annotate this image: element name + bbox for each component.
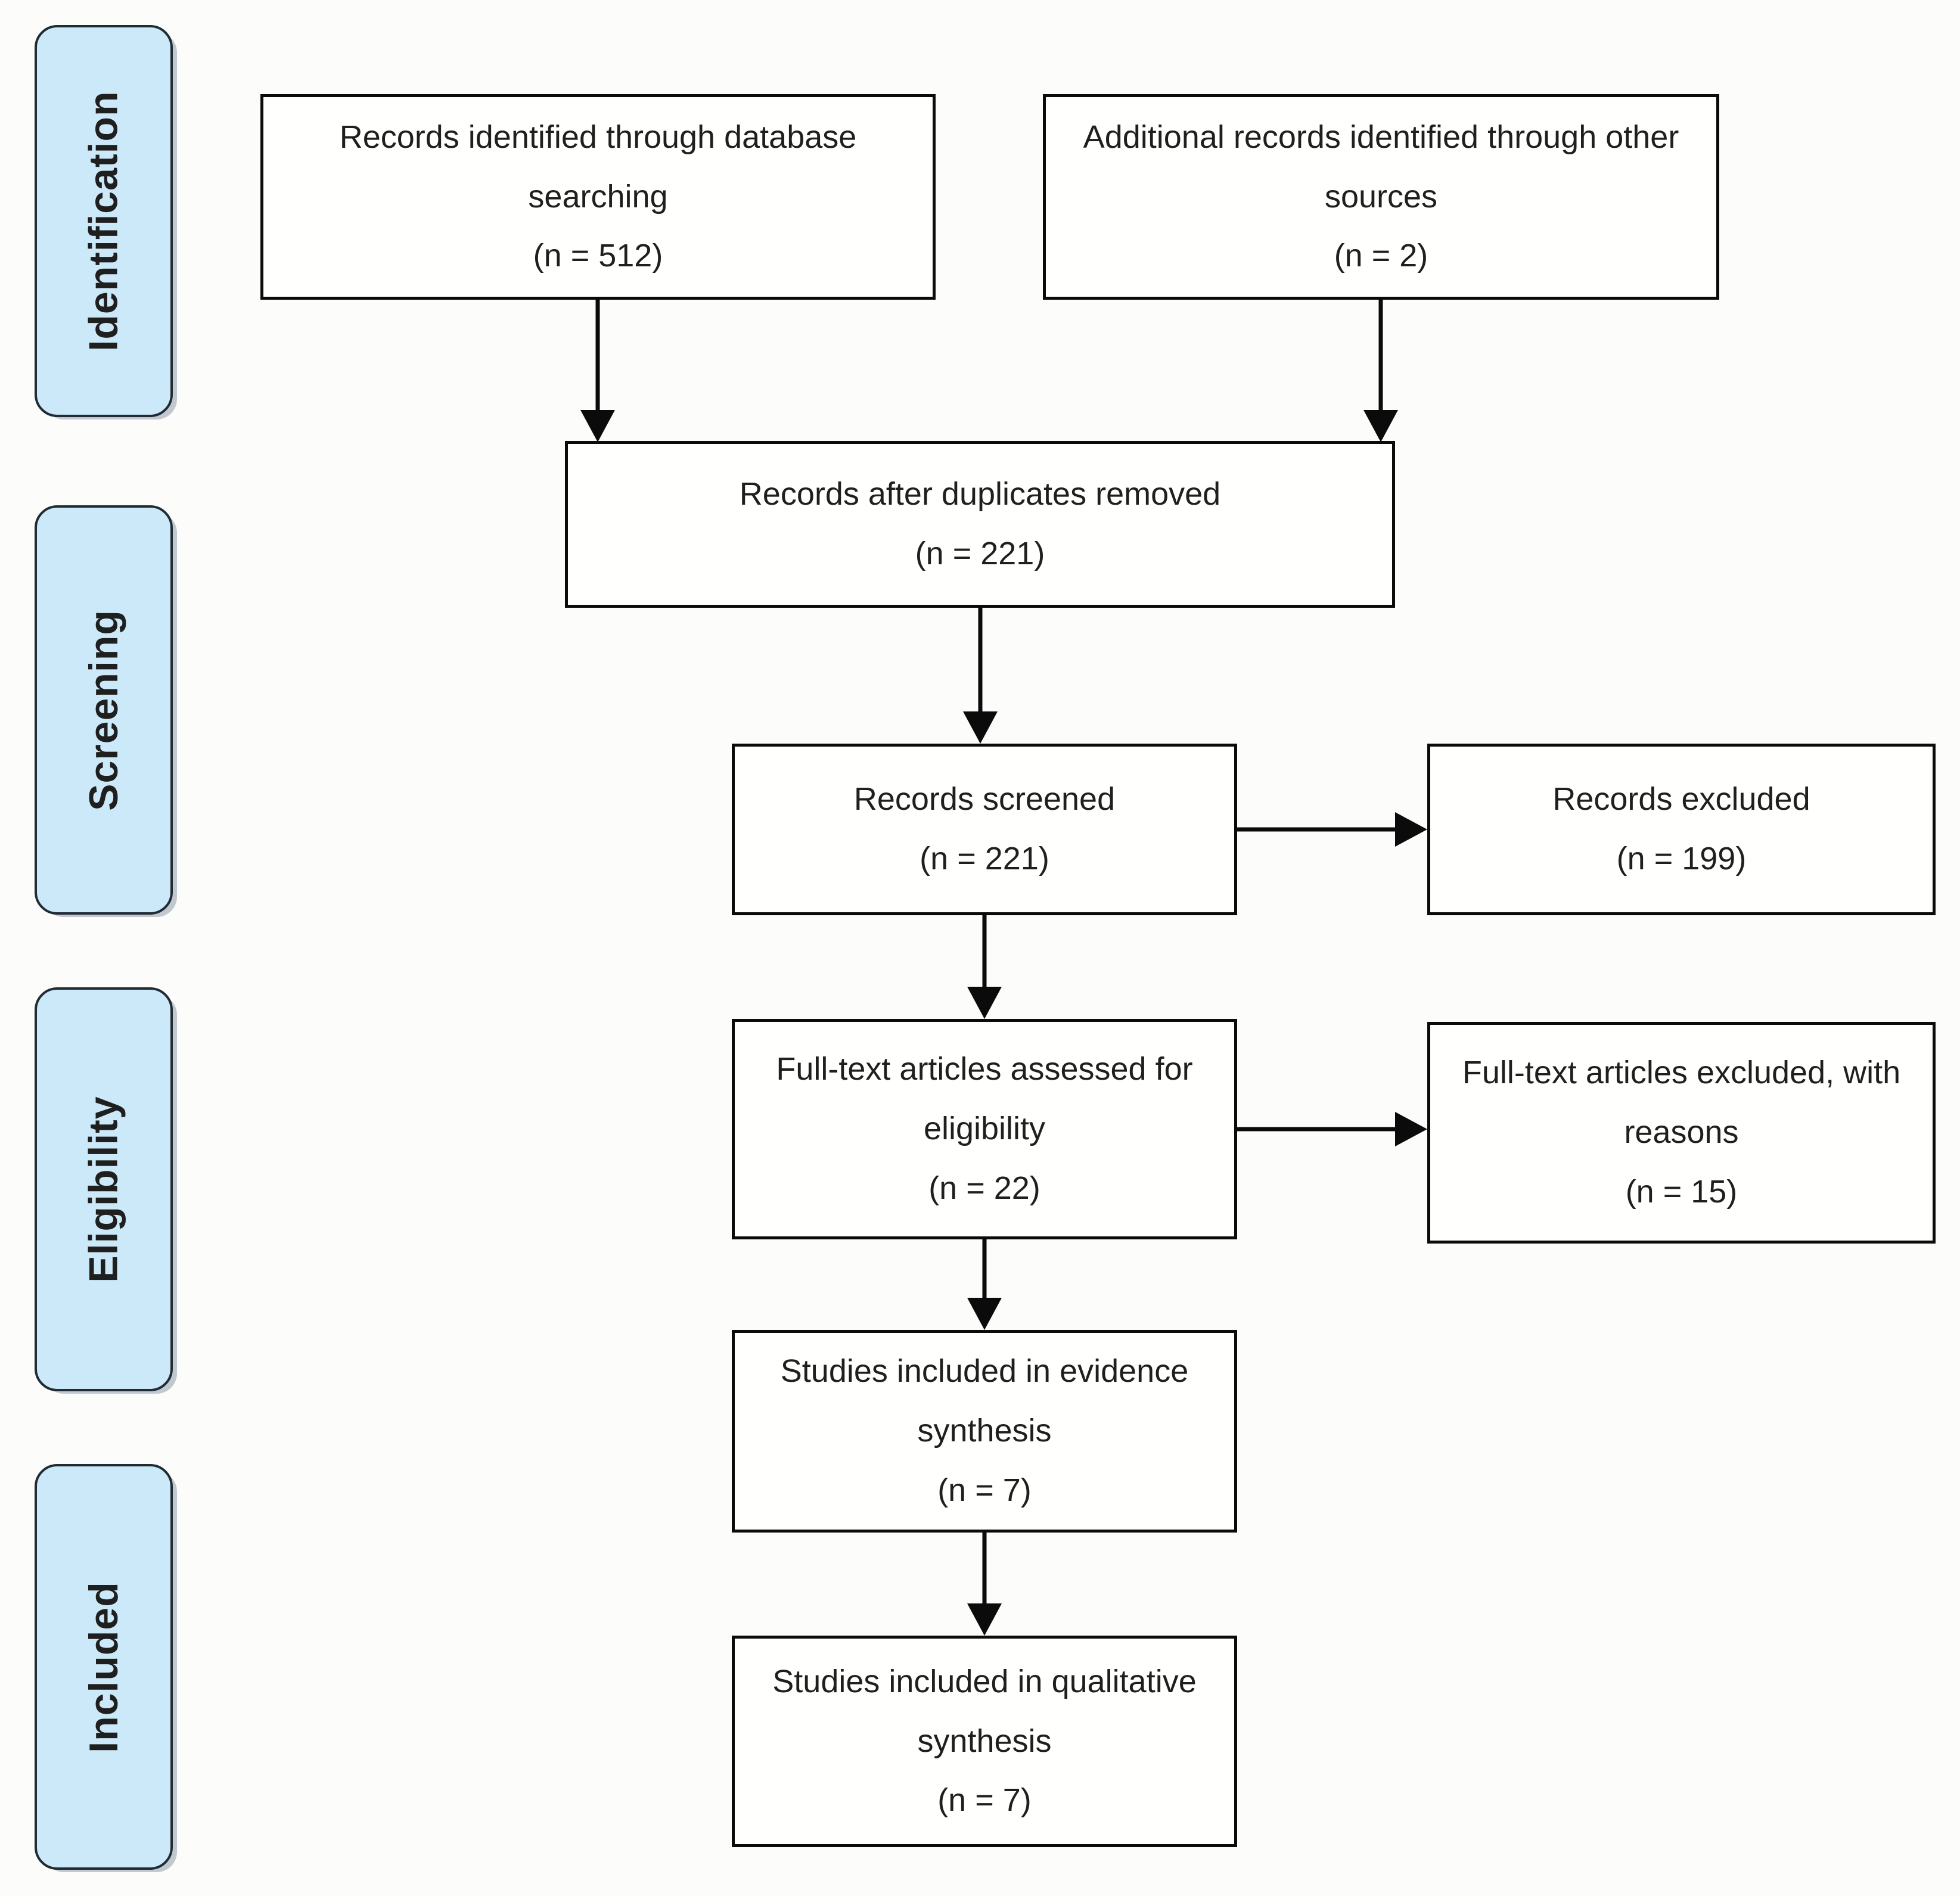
box-additional-records-count: (n = 2) [1334, 238, 1428, 274]
arrow-identified-to-deduplicated [580, 300, 615, 442]
box-records-excluded-count: (n = 199) [1616, 841, 1747, 876]
box-additional-records-label: Additional records identified through ot… [1083, 119, 1679, 215]
box-additional-records: Additional records identified through ot… [1043, 94, 1719, 300]
box-duplicates-removed: Records after duplicates removed (n = 22… [565, 441, 1395, 608]
box-records-identified-count: (n = 512) [533, 238, 663, 274]
stage-screening: Screening [35, 505, 173, 915]
box-duplicates-removed-count: (n = 221) [915, 536, 1045, 571]
stage-eligibility: Eligibility [35, 987, 173, 1391]
box-fulltext-assessed-count: (n = 22) [928, 1170, 1040, 1206]
box-fulltext-assessed: Full-text articles assessed for eligibil… [732, 1019, 1237, 1239]
arrow-fulltext-to-evidence [967, 1239, 1002, 1330]
box-fulltext-excluded: Full-text articles excluded, with reason… [1427, 1022, 1936, 1244]
box-evidence-synthesis-label: Studies included in evidence synthesis [780, 1353, 1189, 1449]
box-records-excluded-label: Records excluded [1552, 781, 1810, 818]
box-qualitative-synthesis-count: (n = 7) [937, 1782, 1032, 1819]
stage-screening-label: Screening [81, 609, 126, 811]
stage-eligibility-label: Eligibility [81, 1096, 126, 1283]
box-qualitative-synthesis: Studies included in qualitative synthesi… [732, 1636, 1237, 1847]
box-records-identified-label: Records identified through database sear… [339, 119, 857, 215]
box-fulltext-excluded-count: (n = 15) [1625, 1173, 1738, 1210]
box-records-excluded: Records excluded (n = 199) [1427, 744, 1936, 915]
arrow-additional-to-deduplicated [1363, 300, 1398, 442]
box-fulltext-excluded-label: Full-text articles excluded, with reason… [1462, 1055, 1901, 1151]
arrow-fulltext-to-fulltext-excluded [1237, 1112, 1427, 1146]
box-evidence-synthesis: Studies included in evidence synthesis (… [732, 1330, 1237, 1533]
box-records-screened: Records screened (n = 221) [732, 744, 1237, 915]
box-evidence-synthesis-count: (n = 7) [937, 1472, 1032, 1508]
box-fulltext-assessed-label: Full-text articles assessed for eligibil… [776, 1051, 1193, 1147]
arrow-screened-to-fulltext [967, 915, 1002, 1019]
arrow-screened-to-excluded [1237, 812, 1427, 847]
box-records-screened-label: Records screened [853, 781, 1116, 818]
arrow-evidence-to-qualitative [967, 1533, 1002, 1636]
box-records-screened-count: (n = 221) [920, 841, 1049, 876]
box-qualitative-synthesis-label: Studies included in qualitative synthesi… [772, 1663, 1197, 1759]
stage-identification: Identification [35, 25, 173, 417]
box-records-identified: Records identified through database sear… [260, 94, 936, 300]
box-duplicates-removed-label: Records after duplicates removed [739, 476, 1221, 512]
stage-included: Included [35, 1464, 173, 1870]
arrow-deduplicated-to-screened [963, 608, 998, 744]
stage-identification-label: Identification [81, 91, 127, 352]
stage-included-label: Included [81, 1581, 127, 1753]
